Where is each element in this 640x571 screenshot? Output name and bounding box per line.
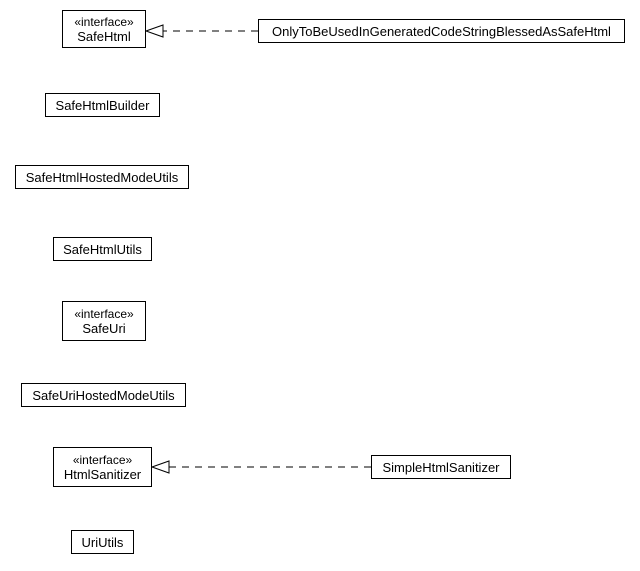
interface-stereotype: «interface» — [74, 306, 134, 321]
interface-stereotype: «interface» — [74, 14, 134, 29]
class-only-to-be-used-in-generated-code-string-blessed-as-safe-html[interactable]: OnlyToBeUsedInGeneratedCodeStringBlessed… — [258, 19, 625, 43]
class-safe-html-hosted-mode-utils[interactable]: SafeHtmlHostedModeUtils — [15, 165, 189, 189]
class-name: UriUtils — [81, 534, 124, 550]
class-safe-uri[interactable]: «interface» SafeUri — [62, 301, 146, 341]
class-name: OnlyToBeUsedInGeneratedCodeStringBlessed… — [272, 23, 611, 39]
realization-only-to-be-used-to-safe-html — [144, 24, 258, 38]
class-name: SafeUriHostedModeUtils — [32, 387, 175, 403]
class-name: HtmlSanitizer — [63, 466, 142, 482]
realization-arrowhead-icon — [150, 460, 170, 474]
class-html-sanitizer[interactable]: «interface» HtmlSanitizer — [53, 447, 152, 487]
realization-arrowhead-icon — [144, 24, 164, 38]
class-name: SimpleHtmlSanitizer — [382, 459, 500, 475]
interface-stereotype: «interface» — [72, 452, 133, 467]
class-name: SafeUri — [82, 320, 126, 336]
class-name: SafeHtml — [77, 28, 131, 44]
class-safe-html-builder[interactable]: SafeHtmlBuilder — [45, 93, 160, 117]
class-safe-uri-hosted-mode-utils[interactable]: SafeUriHostedModeUtils — [21, 383, 186, 407]
class-safe-html[interactable]: «interface» SafeHtml — [62, 10, 146, 48]
class-name: SafeHtmlUtils — [63, 241, 142, 257]
realization-simple-html-sanitizer-to-html-sanitizer — [150, 460, 371, 474]
class-safe-html-utils[interactable]: SafeHtmlUtils — [53, 237, 152, 261]
class-uri-utils[interactable]: UriUtils — [71, 530, 134, 554]
class-name: SafeHtmlHostedModeUtils — [25, 169, 179, 185]
class-simple-html-sanitizer[interactable]: SimpleHtmlSanitizer — [371, 455, 511, 479]
class-name: SafeHtmlBuilder — [55, 97, 150, 113]
